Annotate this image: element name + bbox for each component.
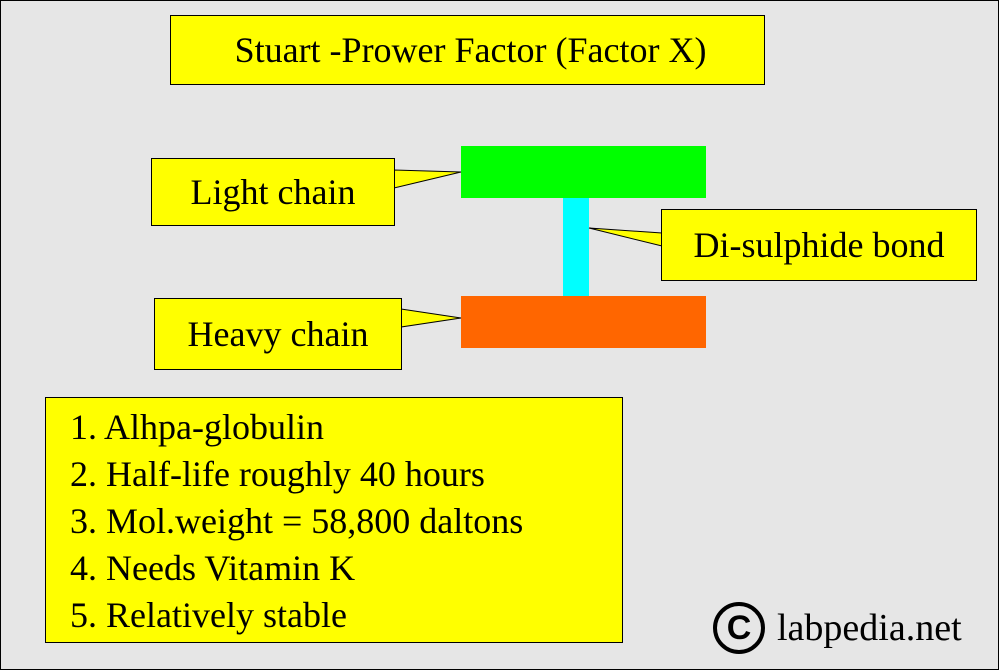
heavy-chain-bar bbox=[461, 296, 706, 348]
heavy-chain-label: Heavy chain bbox=[187, 314, 369, 354]
properties-list: 1. Alhpa-globulin 2. Half-life roughly 4… bbox=[70, 404, 622, 639]
list-item: 2. Half-life roughly 40 hours bbox=[70, 454, 485, 494]
light-chain-bar bbox=[461, 146, 706, 198]
watermark: C labpedia.net bbox=[713, 598, 962, 658]
light-chain-label: Light chain bbox=[190, 172, 356, 212]
copyright-icon: C bbox=[713, 602, 765, 654]
properties-box: 1. Alhpa-globulin 2. Half-life roughly 4… bbox=[45, 397, 623, 643]
light-chain-callout: Light chain bbox=[151, 158, 395, 226]
list-item: 5. Relatively stable bbox=[70, 595, 347, 635]
disulphide-bond-bar bbox=[563, 198, 589, 296]
watermark-text: labpedia.net bbox=[777, 607, 962, 649]
list-item: 4. Needs Vitamin K bbox=[70, 548, 356, 588]
list-item: 3. Mol.weight = 58,800 daltons bbox=[70, 501, 524, 541]
title-box: Stuart -Prower Factor (Factor X) bbox=[170, 15, 765, 85]
disulphide-bond-callout: Di-sulphide bond bbox=[661, 209, 977, 281]
list-item: 1. Alhpa-globulin bbox=[70, 407, 324, 447]
disulphide-bond-label: Di-sulphide bond bbox=[693, 225, 945, 265]
heavy-chain-callout: Heavy chain bbox=[154, 298, 402, 370]
page-title: Stuart -Prower Factor (Factor X) bbox=[234, 30, 707, 70]
